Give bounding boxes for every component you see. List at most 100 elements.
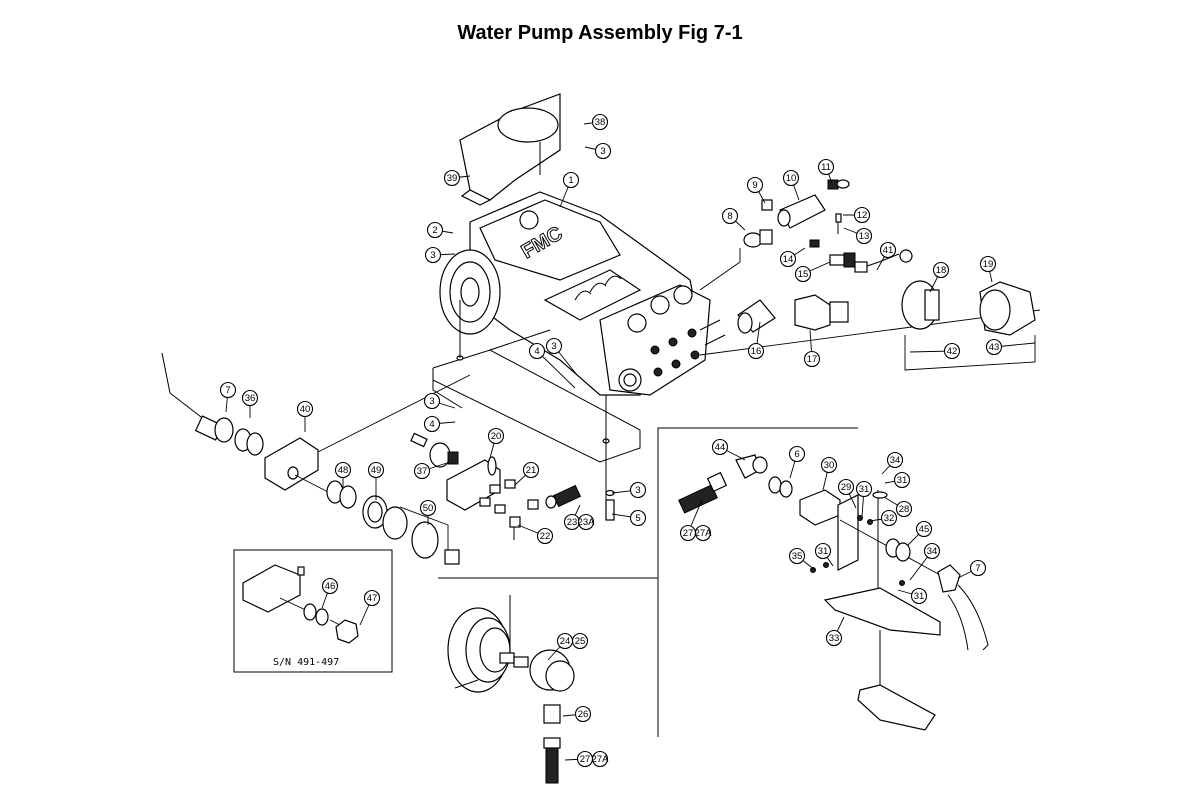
callout-number: 2: [432, 225, 437, 236]
callout-part-15: 15: [794, 261, 831, 283]
callout-number: 42: [947, 346, 958, 357]
callout-part-13: 13: [843, 227, 873, 245]
callout-part-48: 48: [334, 461, 352, 487]
callout-number: 31: [897, 475, 908, 486]
callout-circle: [528, 342, 546, 360]
callout-part-16: 16: [747, 321, 765, 360]
callout-circle: [321, 577, 339, 595]
callout-part-23: 23: [563, 504, 581, 531]
callout-number: 30: [824, 460, 835, 471]
callout-circle: [536, 527, 554, 545]
callout-part-34: 34: [909, 542, 941, 581]
unloader-parts: [699, 179, 913, 291]
callout-number: 4: [534, 346, 539, 357]
callout-circle: [562, 171, 580, 189]
callout-circle: [419, 499, 437, 517]
callout-circle: [747, 342, 765, 360]
callout-part-11: 11: [817, 158, 835, 184]
callout-part-43: 43: [985, 338, 1036, 356]
callout-part-31: 31: [855, 480, 873, 518]
callout-part-25: 25: [571, 632, 589, 650]
callout-circle: [879, 241, 897, 259]
callout-circle: [296, 400, 314, 418]
callout-part-41: 41: [876, 241, 897, 271]
callout-circle: [443, 169, 461, 187]
callout-circle: [545, 337, 563, 355]
regulator-parts: [410, 432, 615, 540]
callout-number: 29: [841, 482, 852, 493]
callout-number: 17: [807, 354, 818, 365]
callout-number: 27A: [695, 528, 713, 539]
callout-part-2: 2: [426, 221, 454, 239]
callout-circle: [910, 587, 928, 605]
callout-number: 36: [245, 393, 256, 404]
callout-circle: [855, 480, 873, 498]
outlet-manifold-parts: [161, 352, 471, 565]
callout-part-23a: 23A: [578, 513, 595, 531]
callout-number: 19: [983, 259, 994, 270]
callout-circle: [423, 415, 441, 433]
callout-part-28: 28: [883, 496, 913, 518]
callout-circle: [629, 509, 647, 527]
callout-part-3: 3: [545, 337, 578, 376]
callout-number: 45: [919, 524, 930, 535]
callout-part-31: 31: [814, 542, 834, 567]
callout-number: 18: [936, 265, 947, 276]
callout-part-1: 1: [559, 171, 580, 208]
callout-part-24: 24: [547, 632, 574, 661]
serial-number-inset: S/N 491-497: [233, 549, 393, 673]
callout-part-3: 3: [611, 481, 647, 499]
callout-circle: [985, 338, 1003, 356]
callout-circle: [629, 481, 647, 499]
callout-part-32: 32: [869, 509, 898, 527]
callout-part-19: 19: [979, 255, 997, 283]
callout-number: 47: [367, 593, 378, 604]
callout-circle: [788, 445, 806, 463]
callout-circle: [932, 261, 950, 279]
callout-number: 3: [635, 485, 640, 496]
callout-circle: [979, 255, 997, 273]
callout-circle: [594, 142, 612, 160]
callout-part-45: 45: [907, 520, 933, 546]
callout-part-33: 33: [825, 616, 845, 647]
callout-number: 31: [859, 484, 870, 495]
callout-part-3: 3: [584, 142, 612, 160]
callout-circle: [241, 389, 259, 407]
callout-number: 13: [859, 231, 870, 242]
callout-part-44: 44: [711, 438, 746, 461]
callout-number: 26: [578, 709, 589, 720]
callout-circle: [853, 206, 871, 224]
gearbox-detail-parts: [447, 595, 575, 784]
callout-circle: [817, 158, 835, 176]
callout-circle: [820, 456, 838, 474]
callout-number: 8: [727, 211, 732, 222]
callout-part-10: 10: [782, 169, 800, 201]
callout-number: 32: [884, 513, 895, 524]
callout-number: 24: [560, 636, 571, 647]
callout-part-22: 22: [517, 524, 554, 545]
inlet-fittings-parts: [699, 280, 1041, 371]
callout-part-27: 27: [564, 750, 594, 768]
callout-circle: [423, 392, 441, 410]
callout-circle: [895, 500, 913, 518]
callout-number: 33: [829, 633, 840, 644]
section-dividers: [438, 427, 858, 737]
callout-number: 27: [580, 754, 591, 765]
callout-circle: [487, 427, 505, 445]
callout-part-26: 26: [562, 705, 592, 723]
callout-circle: [886, 451, 904, 469]
callout-part-47: 47: [359, 589, 381, 626]
callout-part-5: 5: [611, 509, 647, 527]
callout-number: 20: [491, 431, 502, 442]
callout-number: 9: [752, 180, 757, 191]
callout-circle: [721, 207, 739, 225]
callout-circle: [334, 461, 352, 479]
callout-number: 12: [857, 210, 868, 221]
callout-part-36: 36: [241, 389, 259, 418]
base-plate-part: [432, 300, 641, 500]
callout-part-31: 31: [884, 471, 911, 489]
callout-number: 35: [792, 551, 803, 562]
callout-circle: [915, 520, 933, 538]
callout-part-21: 21: [514, 461, 540, 486]
